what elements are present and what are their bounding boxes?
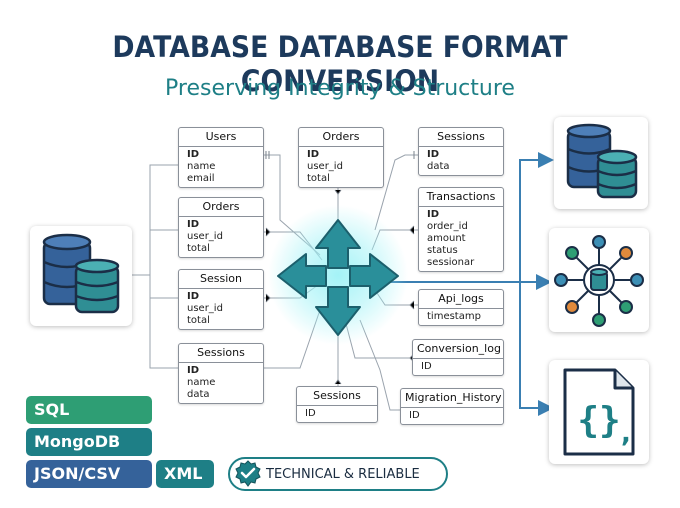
table-sessions-left-field: data	[187, 389, 210, 400]
table-users-pk: ID	[187, 149, 200, 160]
table-session-title: Session	[179, 270, 263, 289]
table-sessions-left-pk: ID	[187, 365, 200, 376]
table-session-field: user_id	[187, 303, 223, 314]
table-session-pk: ID	[187, 291, 200, 302]
page-title: DATABASE DATABASE FORMAT CONVERSION	[112, 30, 568, 98]
table-users-title: Users	[179, 128, 263, 147]
table-sessions-top-title: Sessions	[419, 128, 503, 147]
table-transactions-field: amount	[427, 233, 466, 244]
table-api-logs-field: timestamp	[427, 311, 481, 322]
format-sql-pill: SQL	[26, 396, 152, 424]
table-users: Users ID name email	[178, 127, 264, 188]
checkmark-seal-icon	[235, 460, 261, 487]
four-way-arrows-icon	[277, 219, 399, 336]
table-migration-history: Migration_History ID	[400, 388, 504, 425]
table-orders-left-field: user_id	[187, 231, 223, 242]
svg-text:,: ,	[621, 419, 631, 449]
table-orders-left-field: total	[187, 243, 210, 254]
table-sessions-left: Sessions ID name data	[178, 343, 264, 404]
table-sessions-bottom: Sessions ID	[296, 386, 378, 423]
database-network-icon	[554, 235, 644, 327]
table-orders-left: Orders ID user_id total	[178, 197, 264, 258]
table-users-field: email	[187, 173, 215, 184]
table-sessions-left-field: name	[187, 377, 216, 388]
table-conversion-log: Conversion_log ID	[412, 339, 504, 376]
table-transactions-field: status	[427, 245, 458, 256]
table-sessions-bottom-field: ID	[305, 408, 316, 419]
table-session: Session ID user_id total	[178, 269, 264, 330]
format-json-csv-pill: JSON/CSV	[26, 460, 152, 488]
table-orders-top-title: Orders	[299, 128, 383, 147]
database-stack-icon	[42, 233, 120, 314]
json-file-icon: {} ,	[563, 368, 635, 456]
table-transactions-title: Transactions	[419, 188, 503, 207]
table-api-logs: Api_logs timestamp	[418, 289, 504, 326]
table-transactions-pk: ID	[427, 209, 440, 220]
table-api-logs-title: Api_logs	[419, 290, 503, 309]
table-conversion-log-field: ID	[421, 361, 432, 372]
table-transactions: Transactions ID order_id amount status s…	[418, 187, 504, 272]
database-network-card	[549, 228, 649, 332]
table-users-field: name	[187, 161, 216, 172]
json-file-card: {} ,	[549, 360, 649, 464]
reliability-badge: TECHNICAL & RELIABLE	[228, 457, 448, 491]
table-sessions-left-title: Sessions	[179, 344, 263, 363]
table-transactions-field: sessionar	[427, 257, 475, 268]
badge-label: TECHNICAL & RELIABLE	[266, 467, 420, 482]
table-transactions-field: order_id	[427, 221, 468, 232]
table-orders-left-pk: ID	[187, 219, 200, 230]
table-sessions-top: Sessions ID data	[418, 127, 504, 176]
format-mongodb-pill: MongoDB	[26, 428, 152, 456]
table-sessions-top-pk: ID	[427, 149, 440, 160]
table-migration-history-field: ID	[409, 410, 420, 421]
database-stack-icon	[566, 123, 638, 199]
page-subtitle: Preserving Integrity & Structure	[165, 76, 515, 101]
target-database-card	[554, 117, 648, 209]
table-orders-top-field: total	[307, 173, 330, 184]
table-sessions-bottom-title: Sessions	[297, 387, 377, 406]
table-orders-top-pk: ID	[307, 149, 320, 160]
table-session-field: total	[187, 315, 210, 326]
table-orders-left-title: Orders	[179, 198, 263, 217]
svg-text:{}: {}	[577, 400, 620, 441]
table-conversion-log-title: Conversion_log	[413, 340, 503, 359]
table-orders-top: Orders ID user_id total	[298, 127, 384, 188]
table-migration-history-title: Migration_History	[401, 389, 503, 408]
table-orders-top-field: user_id	[307, 161, 343, 172]
table-sessions-top-field: data	[427, 161, 450, 172]
format-xml-pill: XML	[156, 460, 214, 488]
source-database-card	[30, 226, 132, 326]
